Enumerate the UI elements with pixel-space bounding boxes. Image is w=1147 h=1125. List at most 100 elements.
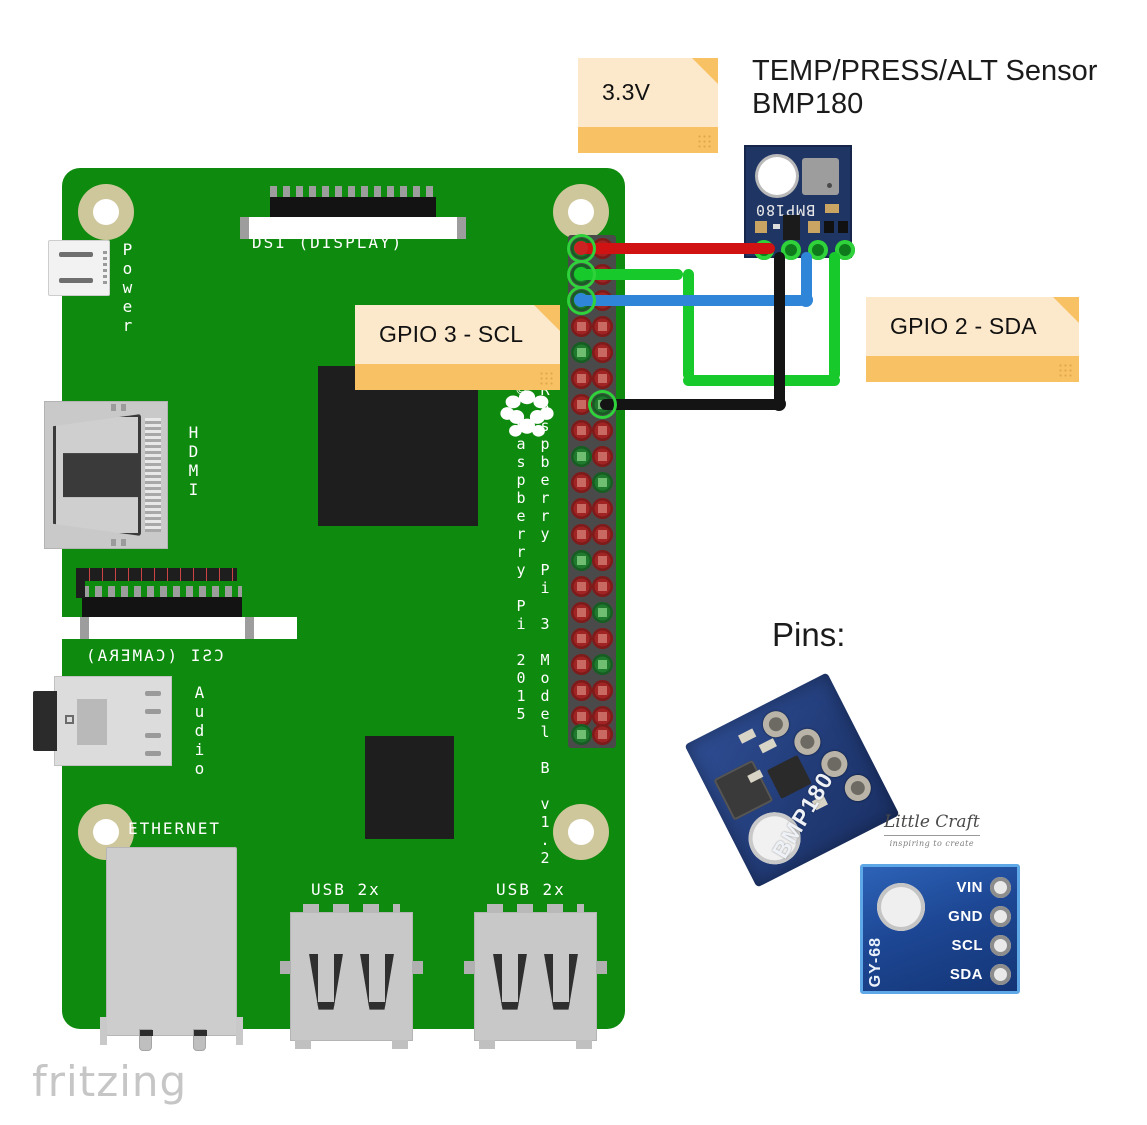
- wire-sda-segment-3[interactable]: [683, 375, 840, 386]
- gpio-pin-12[interactable]: [592, 368, 613, 389]
- gpio-pin-33[interactable]: [571, 654, 592, 675]
- pinout-label-sda: SDA: [949, 966, 983, 983]
- raspberry-pi-board[interactable]: Power DSI (DISPLAY) HDMI: [33, 168, 625, 1051]
- wire-3v3-to-vin[interactable]: [578, 243, 775, 254]
- gpio-pin-18[interactable]: [592, 446, 613, 467]
- note-gpio3-scl[interactable]: GPIO 3 - SCL: [355, 305, 560, 390]
- gpio-header[interactable]: [568, 235, 616, 748]
- gpio-pin-17[interactable]: [571, 446, 592, 467]
- silk-hdmi-label: HDMI: [184, 423, 203, 499]
- watermark-rule: [884, 835, 980, 836]
- note-footer: [866, 356, 1079, 382]
- silk-board-copyright: © Raspberry Pi 2015: [512, 381, 530, 723]
- gpio-pin-30-gnd[interactable]: [592, 602, 613, 623]
- connection-ring-scl: [570, 289, 593, 312]
- gpio-pin-25-gnd[interactable]: [571, 550, 592, 571]
- ethernet-connector: [100, 847, 243, 1051]
- wire-sda-segment-4[interactable]: [829, 252, 840, 380]
- mounting-hole-top-left: [78, 184, 134, 240]
- connection-ring-3v3: [570, 237, 593, 260]
- dsi-display-connector: [240, 186, 466, 239]
- title-line-1: TEMP/PRESS/ALT Sensor: [752, 55, 1098, 87]
- pinout-row-vin: VIN: [945, 877, 1011, 898]
- silk-usb-left-label: USB 2x: [311, 880, 381, 899]
- gpio-pin-26[interactable]: [592, 550, 613, 571]
- mounting-hole-top-right: [553, 184, 609, 240]
- gpio-pin-34-gnd[interactable]: [592, 654, 613, 675]
- usb-connector-left: [280, 904, 423, 1049]
- note-grip-dots-icon: [697, 134, 711, 148]
- lan-chip: [365, 736, 454, 839]
- gpio-pin-15[interactable]: [571, 420, 592, 441]
- gpio-pin-31[interactable]: [571, 628, 592, 649]
- gpio-pin-8[interactable]: [592, 316, 613, 337]
- gpio-pin-35[interactable]: [571, 680, 592, 701]
- gpio-pin-19[interactable]: [571, 472, 592, 493]
- note-3v3-text: 3.3V: [602, 79, 651, 105]
- gpio-pin-24[interactable]: [592, 524, 613, 545]
- note-fold-corner-icon: [534, 305, 560, 331]
- gpio-pin-40[interactable]: [592, 724, 613, 745]
- silk-usb-right-label: USB 2x: [496, 880, 566, 899]
- pinout-row-gnd: GND: [945, 906, 1011, 927]
- wire-endpoint-scl: [574, 293, 588, 307]
- pinout-label-vin: VIN: [956, 879, 983, 896]
- gpio-pin-22[interactable]: [592, 498, 613, 519]
- connection-ring-sda: [570, 263, 593, 286]
- gpio-pin-39-gnd[interactable]: [571, 724, 592, 745]
- gpio-pin-23[interactable]: [571, 524, 592, 545]
- audio-jack-connector: [33, 676, 172, 766]
- gpio-pin-10[interactable]: [592, 342, 613, 363]
- wire-bend-gnd: [772, 397, 786, 411]
- gpio-pin-36[interactable]: [592, 680, 613, 701]
- gpio-pin-20-gnd[interactable]: [592, 472, 613, 493]
- gpio-pin-29[interactable]: [571, 602, 592, 623]
- gpio-pin-9[interactable]: [571, 342, 592, 363]
- bmp180-pad-sda[interactable]: [835, 240, 855, 260]
- bmp180-mounting-hole: [758, 157, 796, 195]
- smd-ic: [783, 215, 800, 240]
- passive-component: [76, 568, 85, 598]
- wire-bend-scl: [799, 293, 813, 307]
- connection-ring-gnd: [591, 393, 614, 416]
- gpio-pin-7[interactable]: [571, 316, 592, 337]
- gpio-pin-38[interactable]: [592, 706, 613, 727]
- note-grip-dots-icon: [1058, 363, 1072, 377]
- wire-sda-segment-2[interactable]: [683, 269, 694, 380]
- gpio-pin-16[interactable]: [592, 420, 613, 441]
- note-footer: [355, 364, 560, 390]
- note-3v3[interactable]: 3.3V: [578, 58, 718, 153]
- note-fold-corner-icon: [1053, 297, 1079, 323]
- bmp180-sensor-part[interactable]: BMP180: [744, 145, 855, 260]
- gpio-pin-27[interactable]: [571, 576, 592, 597]
- gpio-pin-32[interactable]: [592, 628, 613, 649]
- watermark-subtext: inspiring to create: [889, 839, 975, 848]
- gpio-pin-37[interactable]: [571, 706, 592, 727]
- wire-endpoint-3v3: [574, 241, 588, 255]
- silk-dsi-label: DSI (DISPLAY): [252, 233, 404, 252]
- hdmi-connector: [44, 401, 168, 549]
- title-line-2: BMP180: [752, 88, 864, 120]
- gpio-pin-13[interactable]: [571, 394, 592, 415]
- bmp180-pad-gnd[interactable]: [781, 240, 801, 260]
- note-gpio2-sda[interactable]: GPIO 2 - SDA: [866, 297, 1079, 382]
- pinout-label-scl: SCL: [951, 937, 983, 954]
- gpio-pin-28[interactable]: [592, 576, 613, 597]
- pinout-pad-sda: [990, 964, 1011, 985]
- pins-heading: Pins:: [772, 616, 846, 653]
- gpio-pin-11[interactable]: [571, 368, 592, 389]
- bmp180-pad-scl[interactable]: [808, 240, 828, 260]
- pinout-pad-scl: [990, 935, 1011, 956]
- wire-gnd-segment-2[interactable]: [774, 252, 785, 405]
- gpio-pin-21[interactable]: [571, 498, 592, 519]
- smd-resistor: [825, 204, 839, 213]
- wire-sda-segment-1[interactable]: [578, 269, 683, 280]
- note-footer: [578, 127, 718, 153]
- wire-gnd-segment-1[interactable]: [600, 399, 780, 410]
- wire-scl-segment-2[interactable]: [801, 252, 812, 301]
- soc-chip: [318, 366, 478, 526]
- wire-scl-segment-1[interactable]: [578, 295, 806, 306]
- pinout-row-sda: SDA: [945, 964, 1011, 985]
- smd-resistor-3: [808, 221, 820, 233]
